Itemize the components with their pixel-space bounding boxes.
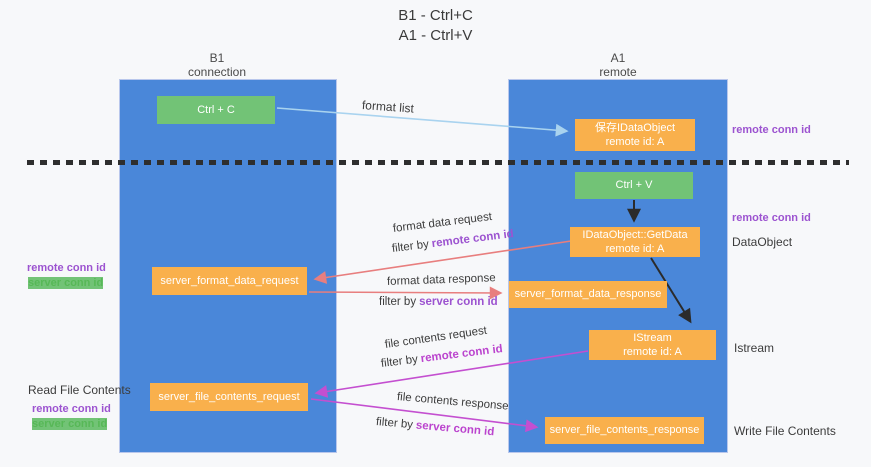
- label-server-conn-id: server conn id: [28, 277, 104, 289]
- node-istream: IStream remote id: A: [589, 330, 716, 360]
- lane-header-b1: B1 connection: [147, 51, 287, 80]
- diagram-title: B1 - Ctrl+C A1 - Ctrl+V: [0, 6, 871, 46]
- label-istream: Istream: [734, 341, 775, 355]
- node-getdata-line2: remote id: A: [605, 243, 665, 255]
- lane-b1-name: B1: [209, 51, 225, 65]
- node-server-format-data-response: server_format_data_response: [509, 281, 667, 308]
- node-server-file-contents-request: server_file_contents_request: [150, 383, 308, 411]
- machine-boundary-dashed-line: [27, 160, 849, 165]
- label-format-list: format list: [361, 98, 415, 116]
- node-file-response-label: server_file_contents_response: [549, 424, 700, 437]
- label-read-file-contents: Read File Contents: [28, 383, 131, 397]
- node-server-format-data-request: server_format_data_request: [152, 267, 307, 295]
- label-remote-conn-id: remote conn id: [27, 262, 106, 274]
- node-save-idataobject-line1: 保存IDataObject: [594, 121, 676, 134]
- label-dataobject: DataObject: [732, 235, 793, 249]
- title-line-2: A1 - Ctrl+V: [398, 26, 473, 44]
- remote-conn-id-text: remote conn id: [431, 228, 515, 251]
- node-ctrl-c-label: Ctrl + C: [197, 103, 235, 116]
- title-line-1: B1 - Ctrl+C: [398, 7, 473, 24]
- node-istream-line1: IStream: [633, 331, 672, 344]
- node-getdata-line1: IDataObject::GetData: [582, 228, 688, 241]
- node-format-request-label: server_format_data_request: [160, 274, 299, 287]
- filter-by-text: filter by: [379, 296, 417, 308]
- label-server-conn-id: server conn id: [32, 418, 108, 430]
- arrow-format-data-response: [308, 286, 503, 300]
- label-format-data-response: format data response: [386, 272, 496, 288]
- node-server-file-contents-response: server_file_contents_response: [545, 417, 704, 444]
- filter-by-text: filter by: [375, 416, 414, 432]
- node-idataobject-getdata: IDataObject::GetData remote id: A: [570, 227, 700, 257]
- lane-header-a1: A1 remote: [548, 51, 688, 80]
- node-format-response-label: server_format_data_response: [514, 288, 662, 301]
- node-save-idataobject-line2: remote id: A: [605, 136, 665, 148]
- node-save-idataobject: 保存IDataObject remote id: A: [575, 119, 695, 151]
- label-remote-conn-id: remote conn id: [32, 403, 111, 415]
- remote-conn-id-text: remote conn id: [420, 343, 504, 366]
- label-remote-conn-id: remote conn id: [732, 124, 811, 136]
- node-ctrl-v: Ctrl + V: [575, 172, 693, 199]
- node-file-request-label: server_file_contents_request: [158, 390, 300, 403]
- server-conn-id-text: server conn id: [419, 296, 498, 308]
- lane-b1-subtitle: connection: [187, 64, 247, 79]
- label-file-contents-response: file contents response: [396, 391, 509, 413]
- server-conn-id-text: server conn id: [415, 419, 495, 439]
- node-ctrl-v-label: Ctrl + V: [615, 179, 653, 192]
- lane-a1-subtitle: remote: [599, 64, 637, 79]
- node-ctrl-c: Ctrl + C: [157, 96, 275, 124]
- filter-by-text: filter by: [380, 353, 419, 370]
- node-istream-line2: remote id: A: [623, 346, 682, 358]
- lane-a1-name: A1: [610, 51, 626, 65]
- label-remote-conn-id: remote conn id: [732, 212, 811, 224]
- filter-by-text: filter by: [391, 238, 430, 255]
- label-write-file-contents: Write File Contents: [734, 424, 836, 438]
